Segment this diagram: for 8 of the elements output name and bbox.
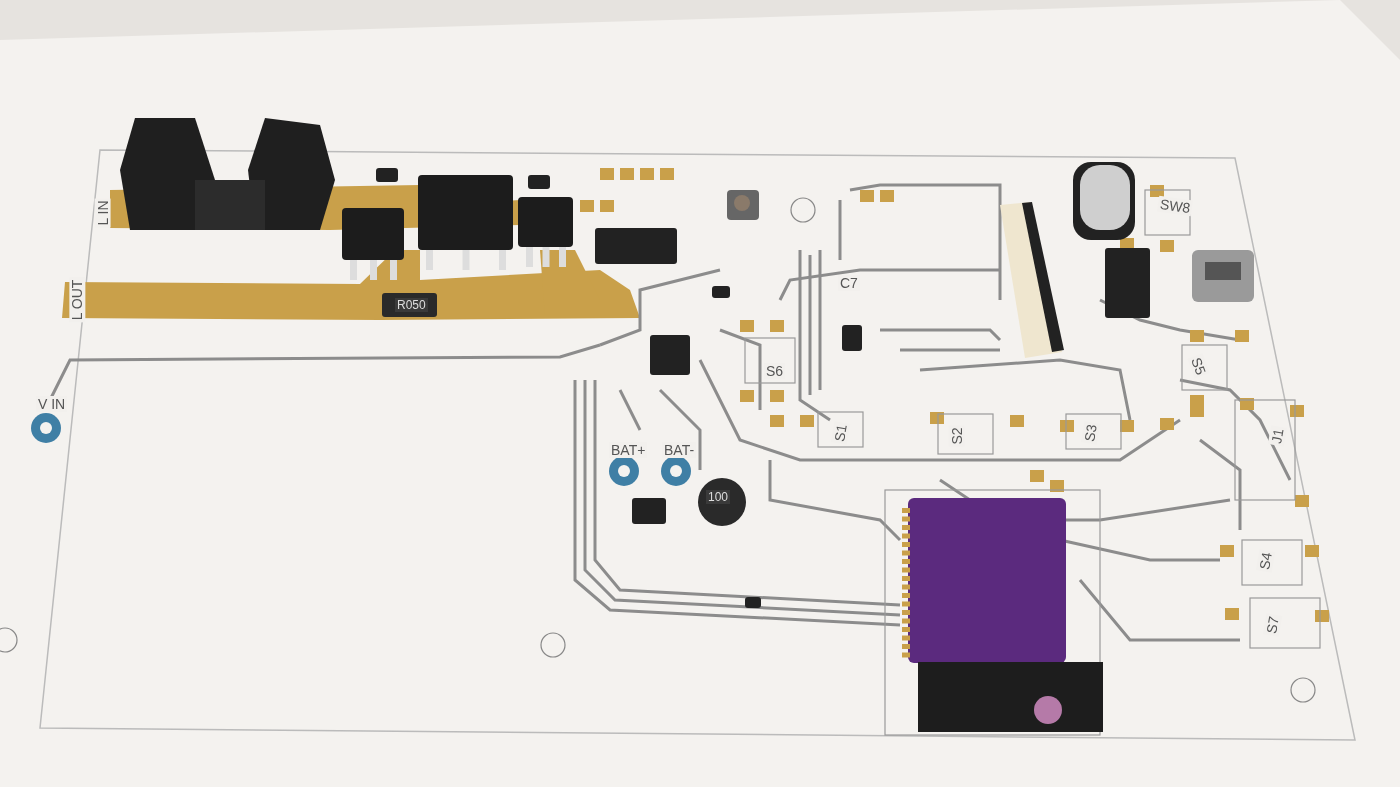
silkscreen-label: S6	[764, 363, 786, 379]
silkscreen-label: BAT-	[662, 442, 697, 458]
part-marking: R050	[395, 298, 428, 312]
silkscreen-label: C7	[838, 275, 860, 291]
silkscreen-label: L IN	[94, 198, 111, 228]
silkscreen-label: L OUT	[69, 277, 86, 323]
silkscreen-label: BAT+	[609, 442, 648, 458]
part-marking: 100	[706, 490, 731, 504]
